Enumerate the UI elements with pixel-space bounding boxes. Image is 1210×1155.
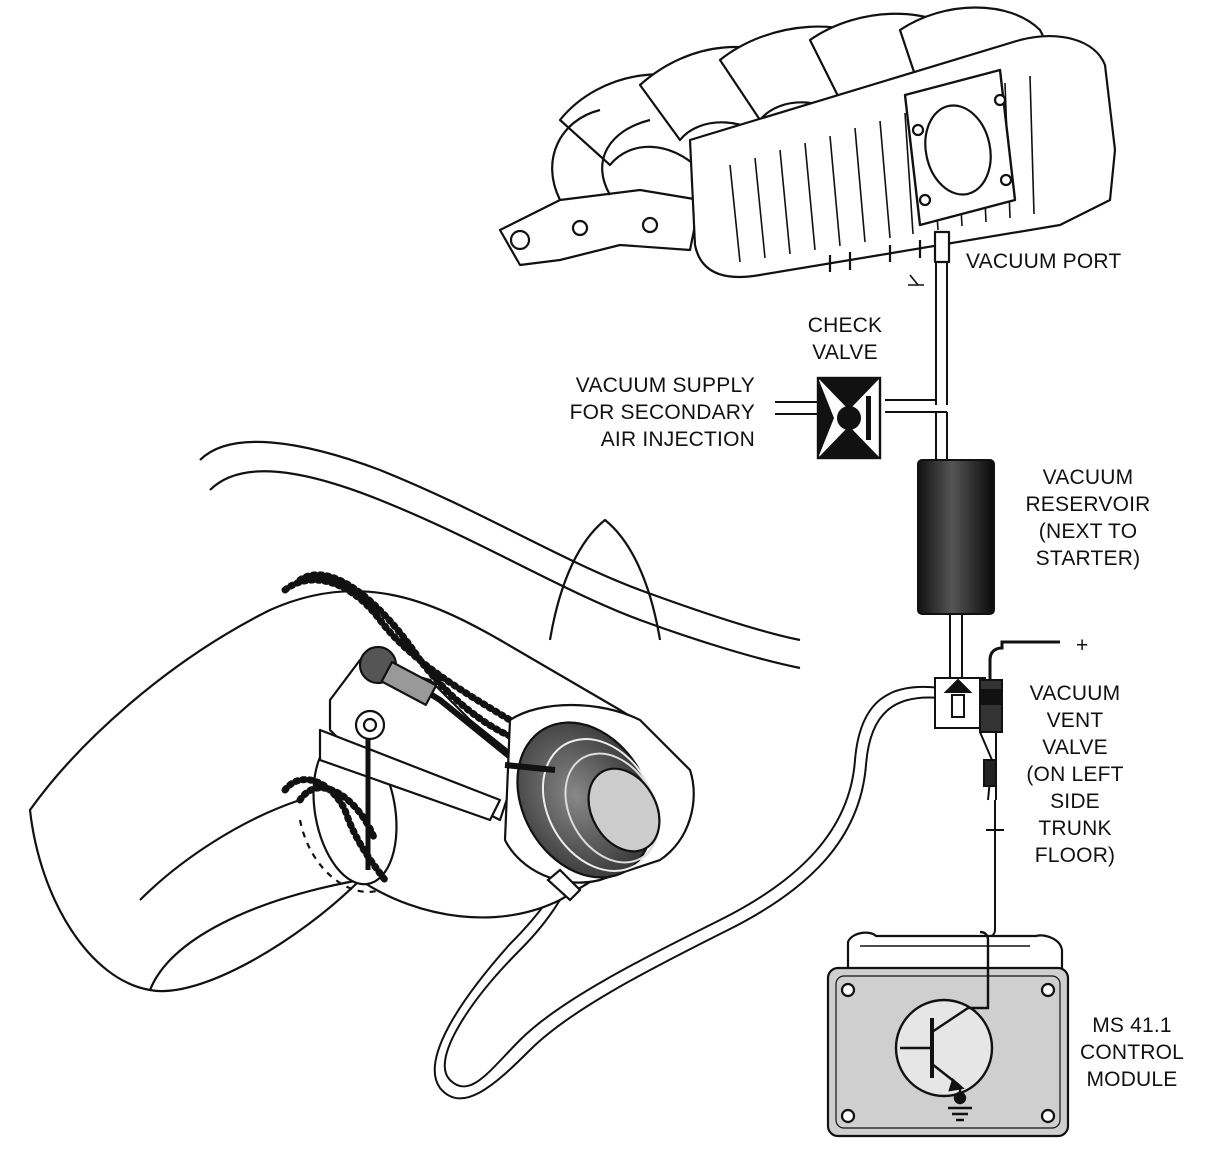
vacuum-reservoir [917, 459, 995, 615]
label-vacuum-port: VACUUM PORT [966, 250, 1122, 273]
port-leader [908, 274, 924, 286]
label-line: STARTER) [1035, 547, 1141, 570]
label-line: VACUUM SUPPLY [575, 374, 755, 397]
label-line: CHECK [807, 314, 883, 337]
heat-shield-chain [281, 571, 524, 884]
label-line: FLOOR) [1034, 844, 1116, 867]
label-line: (NEXT TO [1038, 520, 1138, 543]
vacuum-actuator [503, 703, 695, 902]
label-vacuum-supply: VACUUM SUPPLY FOR SECONDARY AIR INJECTIO… [520, 372, 755, 453]
label-line: RESERVOIR [1025, 493, 1151, 516]
label-line: FOR SECONDARY [569, 401, 755, 424]
label-line: TRUNK [1038, 817, 1112, 840]
label-vacuum-reservoir: VACUUM RESERVOIR (NEXT TO STARTER) [1008, 464, 1168, 572]
label-line: SIDE [1050, 790, 1100, 813]
vacuum-vent-valve [934, 640, 1060, 939]
check-valve-symbol [816, 376, 882, 460]
vacuum-lines [433, 262, 963, 1100]
label-plus-terminal: + [1076, 634, 1089, 657]
label-line: MODULE [1086, 1068, 1178, 1091]
label-line: (ON LEFT [1026, 763, 1124, 786]
label-control-module: MS 41.1 CONTROL MODULE [1068, 1012, 1196, 1093]
label-line: VALVE [1042, 736, 1108, 759]
label-line: VENT [1046, 709, 1104, 732]
label-check-valve: CHECK VALVE [790, 312, 900, 366]
label-line: VACUUM [1042, 466, 1134, 489]
npn-transistor-symbol [894, 930, 994, 1098]
label-line: VACUUM [1029, 682, 1121, 705]
exhaust-pipe-assembly [28, 440, 801, 993]
label-line: VALVE [812, 341, 878, 364]
label-vacuum-vent-valve: VACUUM VENT VALVE (ON LEFT SIDE TRUNK FL… [1010, 680, 1140, 869]
label-line: AIR INJECTION [600, 428, 755, 451]
ground-symbol [948, 1088, 972, 1122]
label-line: CONTROL [1079, 1041, 1185, 1064]
intake-manifold [498, 6, 1117, 279]
label-line: MS 41.1 [1092, 1014, 1172, 1037]
